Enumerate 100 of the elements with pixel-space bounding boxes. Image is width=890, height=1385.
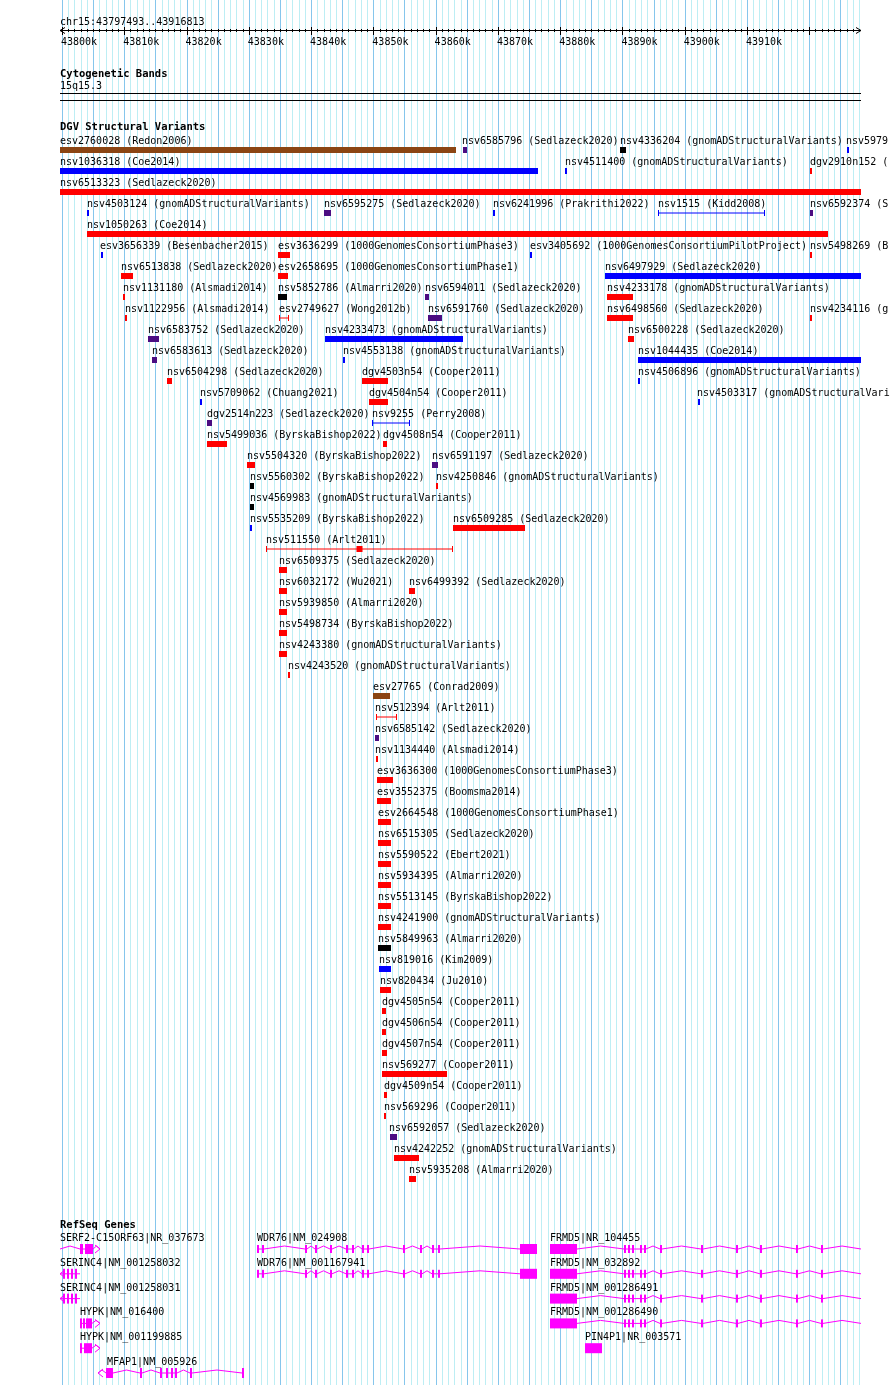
variant-label: dgv4505n54 (Cooper2011)	[382, 996, 521, 1007]
variant-label: nsv569296 (Cooper2011)	[384, 1101, 517, 1112]
variant-label: nsv4503124 (gnomADStructuralVariants)	[87, 198, 310, 209]
variant-label: esv3636299 (1000GenomesConsortiumPhase3)	[278, 240, 519, 251]
variant-label: nsv4511400 (gnomADStructuralVariants)	[565, 156, 788, 167]
gene-label: HYPK|NM_001199885	[80, 1331, 183, 1343]
band-label: 15q15.3	[60, 80, 103, 91]
variant-label: nsv6241996 (Prakrithi2022)	[493, 198, 650, 209]
variant-label: esv2760028 (Redon2006)	[60, 135, 193, 146]
variant-label: esv2749627 (Wong2012b)	[279, 303, 412, 314]
variant-label: nsv6591197 (Sedlazeck2020)	[432, 450, 589, 461]
variant-label: nsv1515 (Kidd2008)	[658, 198, 767, 209]
variant-label: dgv2514n223 (Sedlazeck2020)	[207, 408, 370, 419]
variant-label: esv2658695 (1000GenomesConsortiumPhase1)	[278, 261, 519, 272]
tick-label: 43820k	[185, 36, 222, 47]
variant-label: nsv4242252 (gnomADStructuralVariants)	[394, 1143, 617, 1154]
variant-label: esv27765 (Conrad2009)	[373, 681, 500, 692]
variant-label: nsv4243520 (gnomADStructuralVariants)	[288, 660, 511, 671]
variant-label: nsv1050263 (Coe2014)	[87, 219, 208, 230]
gene-label: SERINC4|NM_001258031	[60, 1281, 181, 1293]
gene-label: FRMD5|NM_001286491	[550, 1281, 659, 1293]
variant-label: nsv4233178 (gnomADStructuralVariants)	[607, 282, 830, 293]
variant-label: nsv569277 (Cooper2011)	[382, 1059, 515, 1070]
variant-label: nsv1122956 (Alsmadi2014)	[125, 303, 270, 314]
variant-label: nsv9255 (Perry2008)	[372, 408, 487, 419]
tick-label: 43840k	[310, 36, 347, 47]
variant-label: nsv5979	[846, 135, 889, 146]
variant-label: nsv4569983 (gnomADStructuralVariants)	[250, 492, 473, 503]
variant-label: nsv5498269 (B	[810, 240, 889, 251]
variant-label: nsv6583613 (Sedlazeck2020)	[152, 345, 309, 356]
variant-label: nsv6509375 (Sedlazeck2020)	[279, 555, 436, 566]
variant-label: nsv6032172 (Wu2021)	[279, 576, 394, 587]
variant-label: nsv4506896 (gnomADStructuralVariants)	[638, 366, 861, 377]
variant-label: nsv6583752 (Sedlazeck2020)	[148, 324, 305, 335]
variant-label: nsv4233473 (gnomADStructuralVariants)	[325, 324, 548, 335]
variant-label: dgv2910n152 (	[810, 156, 889, 167]
variant-label: nsv819016 (Kim2009)	[379, 954, 494, 965]
variant-label: dgv4503n54 (Cooper2011)	[362, 366, 501, 377]
variant-label: nsv6497929 (Sedlazeck2020)	[605, 261, 762, 272]
tick-label: 43880k	[559, 36, 596, 47]
variant-label: nsv5852786 (Almarri2020)	[278, 282, 423, 293]
tick-label: 43900k	[683, 36, 720, 47]
variant-label: nsv4243380 (gnomADStructuralVariants)	[279, 639, 502, 650]
variant-label: nsv6594011 (Sedlazeck2020)	[425, 282, 582, 293]
gene-label: HYPK|NM_016400	[80, 1306, 165, 1318]
variant-label: nsv6513838 (Sedlazeck2020)	[121, 261, 278, 272]
tick-label: 43810k	[123, 36, 160, 47]
variant-label: nsv5498734 (ByrskaBishop2022)	[279, 618, 454, 629]
variant-label: esv3552375 (Boomsma2014)	[377, 786, 522, 797]
variant-label: nsv5513145 (ByrskaBishop2022)	[378, 891, 553, 902]
variant-label: nsv6515305 (Sedlazeck2020)	[378, 828, 535, 839]
tick-label: 43890k	[621, 36, 658, 47]
gene-label: WDR76|NM_001167941	[257, 1256, 366, 1268]
variant-label: nsv5939850 (Almarri2020)	[279, 597, 424, 608]
gene-label: MFAP1|NM_005926	[107, 1356, 198, 1367]
variant-label: nsv6513323 (Sedlazeck2020)	[60, 177, 217, 188]
track-heading: Cytogenetic Bands	[60, 68, 168, 79]
variant-label: esv3656339 (Besenbacher2015)	[100, 240, 269, 251]
variant-label: nsv1134440 (Alsmadi2014)	[375, 744, 520, 755]
variant-label: dgv4507n54 (Cooper2011)	[382, 1038, 521, 1049]
variant-label: nsv5560302 (ByrskaBishop2022)	[250, 471, 425, 482]
variant-label: esv3405692 (1000GenomesConsortiumPilotProject)	[530, 240, 807, 251]
variant-label: nsv5535209 (ByrskaBishop2022)	[250, 513, 425, 524]
variant-label: nsv6585142 (Sedlazeck2020)	[375, 723, 532, 734]
tick-label: 43800k	[61, 36, 98, 47]
variant-label: nsv6592374 (S	[810, 198, 889, 209]
variant-label: nsv5504320 (ByrskaBishop2022)	[247, 450, 422, 461]
tick-label: 43860k	[434, 36, 471, 47]
variant-label: nsv6504298 (Sedlazeck2020)	[167, 366, 324, 377]
location-label: chr15:43797493..43916813	[60, 16, 205, 27]
variant-label: nsv6509285 (Sedlazeck2020)	[453, 513, 610, 524]
gene-label: PIN4P1|NR_003571	[585, 1331, 682, 1343]
gene-label: FRMD5|NR_104455	[550, 1232, 641, 1243]
variant-label: nsv6591760 (Sedlazeck2020)	[428, 303, 585, 314]
variant-label: nsv5590522 (Ebert2021)	[378, 849, 511, 860]
variant-label: nsv6498560 (Sedlazeck2020)	[607, 303, 764, 314]
track-heading: RefSeq Genes	[60, 1219, 136, 1230]
variant-label: dgv4508n54 (Cooper2011)	[383, 429, 522, 440]
variant-label: nsv6499392 (Sedlazeck2020)	[409, 576, 566, 587]
variant-label: nsv5499036 (ByrskaBishop2022)	[207, 429, 382, 440]
track-heading: DGV Structural Variants	[60, 121, 206, 132]
tick-label: 43870k	[496, 36, 533, 47]
gene-label: WDR76|NM_024908	[257, 1232, 348, 1243]
variant-label: nsv6595275 (Sedlazeck2020)	[324, 198, 481, 209]
variant-label: nsv4250846 (gnomADStructuralVariants)	[436, 471, 659, 482]
variant-label: nsv5709062 (Chuang2021)	[200, 387, 339, 398]
tick-label: 43910k	[745, 36, 783, 47]
variant-label: nsv6500228 (Sedlazeck2020)	[628, 324, 785, 335]
variant-label: esv3636300 (1000GenomesConsortiumPhase3)	[377, 765, 618, 776]
variant-label: nsv4503317 (gnomADStructuralVari	[697, 387, 890, 398]
variant-label: nsv512394 (Arlt2011)	[375, 702, 496, 713]
gene-label: FRMD5|NM_001286490	[550, 1306, 659, 1318]
variant-label: nsv5935208 (Almarri2020)	[409, 1164, 554, 1175]
variant-label: nsv1131180 (Alsmadi2014)	[123, 282, 268, 293]
variant-label: dgv4506n54 (Cooper2011)	[382, 1017, 521, 1028]
variant-label: dgv4509n54 (Cooper2011)	[384, 1080, 523, 1091]
variant-label: nsv4336204 (gnomADStructuralVariants)	[620, 135, 843, 146]
gene-label: FRMD5|NM_032892	[550, 1256, 641, 1268]
variant-label: nsv820434 (Ju2010)	[380, 975, 489, 986]
variant-label: esv2664548 (1000GenomesConsortiumPhase1)	[378, 807, 619, 818]
